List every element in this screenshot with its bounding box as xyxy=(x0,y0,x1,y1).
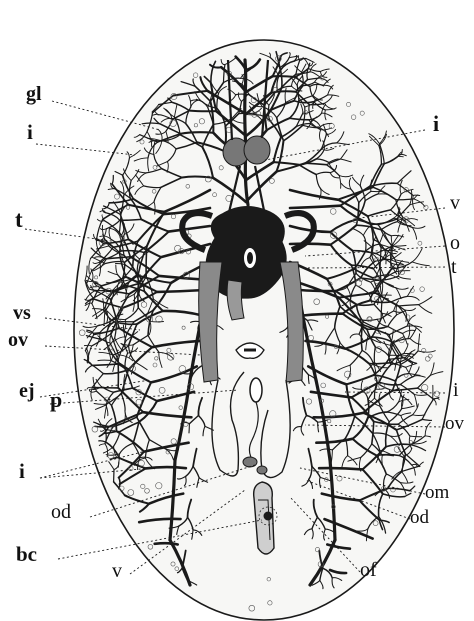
label-vs: vs xyxy=(13,303,31,323)
label-od-left: od xyxy=(51,502,71,522)
label-ov-right: ov xyxy=(445,414,464,433)
label-p: p xyxy=(50,389,62,411)
ganglion-right xyxy=(244,136,270,164)
label-ej: ej xyxy=(19,381,35,401)
label-od-right: od xyxy=(410,508,429,527)
label-v-bottom: v xyxy=(112,561,122,581)
label-t-left: t xyxy=(15,208,23,231)
label-i-upper-right: i xyxy=(433,113,439,135)
penis xyxy=(250,378,262,402)
label-i-mid-right: i xyxy=(453,380,459,400)
label-bc: bc xyxy=(16,544,37,565)
label-of: of xyxy=(360,560,377,580)
label-i-lower-left: i xyxy=(19,461,25,482)
label-i-upper-left: i xyxy=(27,122,33,143)
label-o-right: o xyxy=(450,233,460,253)
genital-pore xyxy=(264,512,272,520)
label-om: om xyxy=(425,483,449,502)
label-ov-left: ov xyxy=(8,330,28,350)
label-t-right: t xyxy=(451,257,457,277)
label-gl: gl xyxy=(26,84,42,104)
label-v-right: v xyxy=(450,193,460,213)
